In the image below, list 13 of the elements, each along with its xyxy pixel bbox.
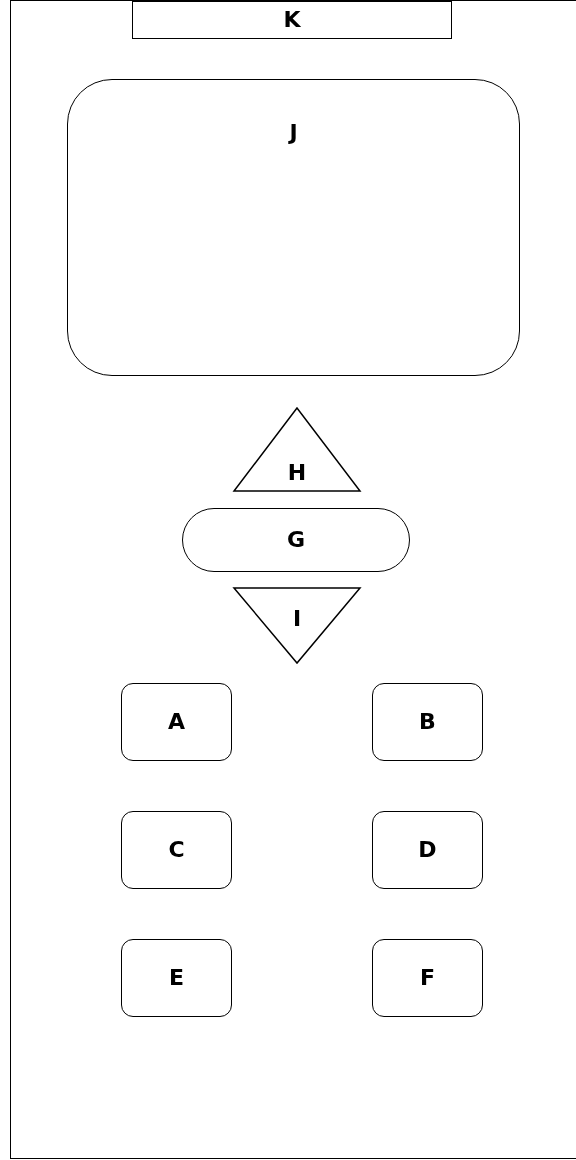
display-label-panel: K <box>132 1 452 39</box>
up-triangle-key <box>233 407 361 492</box>
key-button: F <box>372 939 483 1017</box>
down-triangle-key <box>233 587 361 664</box>
key-button: D <box>372 811 483 889</box>
key-label: H <box>287 461 307 485</box>
key-button: B <box>372 683 483 761</box>
key-label: I <box>292 607 302 631</box>
device-body <box>10 0 576 1159</box>
key-button: A <box>121 683 232 761</box>
key-button: E <box>121 939 232 1017</box>
display-screen: J <box>67 79 520 376</box>
key-button: C <box>121 811 232 889</box>
